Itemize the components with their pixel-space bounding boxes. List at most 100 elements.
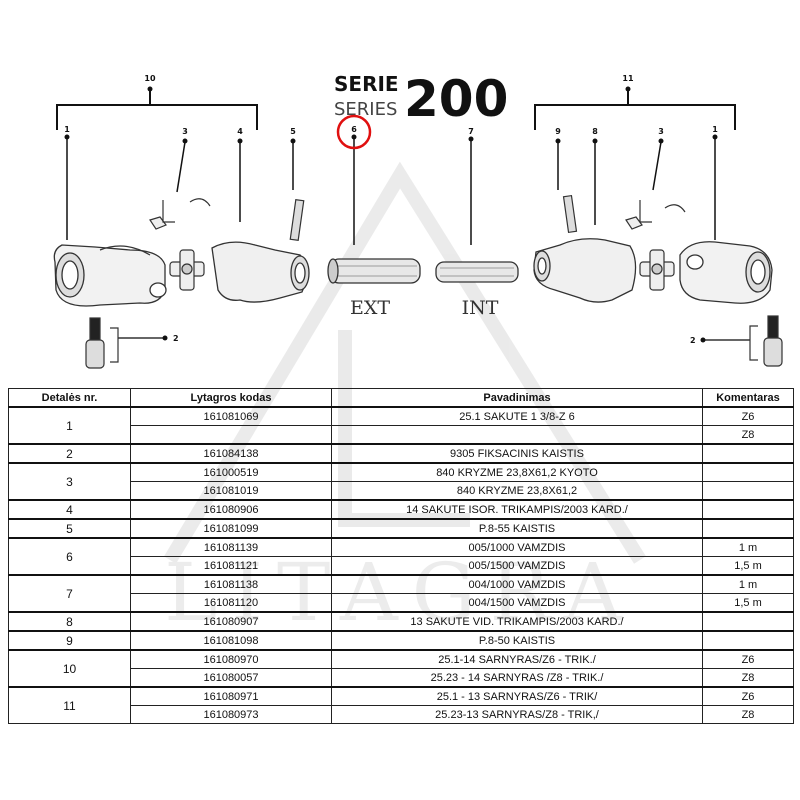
cell-name: 14 SAKUTE ISOR. TRIKAMPIS/2003 KARD./	[331, 499, 703, 520]
callout-1-right: 1	[712, 125, 718, 134]
cell-code: 161081138	[130, 574, 332, 594]
cell-name: 25.23-13 SARNYRAS/Z8 - TRIK,/	[331, 705, 703, 724]
cell-name: 9305 FIKSACINIS KAISTIS	[331, 443, 703, 464]
cell-name: 25.1-14 SARNYRAS/Z6 - TRIK./	[331, 649, 703, 669]
cell-comment	[702, 443, 794, 464]
cell-comment: Z6	[702, 686, 794, 706]
cell-detail-nr: 6	[8, 537, 131, 576]
callout-6: 6	[351, 125, 357, 134]
cell-name: 25.1 - 13 SARNYRAS/Z6 - TRIK/	[331, 686, 703, 706]
tube-label-int: INT	[462, 297, 499, 319]
callout-5: 5	[290, 127, 296, 136]
callout-3-left: 3	[182, 127, 188, 136]
cell-code: 161081099	[130, 518, 332, 539]
cell-detail-nr: 9	[8, 630, 131, 651]
cell-code: 161084138	[130, 443, 332, 464]
callout-2-left: 2	[173, 334, 179, 343]
highlight-circle	[336, 114, 372, 150]
cell-name	[331, 425, 703, 445]
series-label: SERIES	[334, 99, 397, 120]
callout-2-right: 2	[690, 336, 696, 345]
header-code: Lytagros kodas	[130, 388, 332, 408]
callout-9: 9	[555, 127, 561, 136]
cell-name: P.8-55 KAISTIS	[331, 518, 703, 539]
cell-name: 005/1500 VAMZDIS	[331, 556, 703, 576]
header-comment: Komentaras	[702, 388, 794, 408]
group-11-bracket	[534, 104, 736, 130]
cell-name: P.8-50 KAISTIS	[331, 630, 703, 651]
callout-3-right: 3	[658, 127, 664, 136]
cell-comment	[702, 611, 794, 632]
cell-code: 161081019	[130, 481, 332, 501]
cell-code: 161080973	[130, 705, 332, 724]
bolt-kit-left	[149, 198, 211, 230]
inner-tube-part-7	[435, 261, 519, 283]
serie-label: SERIE	[334, 72, 399, 96]
cell-comment: Z6	[702, 406, 794, 426]
cell-comment	[702, 499, 794, 520]
series-number: 200	[404, 70, 508, 128]
cell-detail-nr: 11	[8, 686, 131, 724]
cell-code: 161081121	[130, 556, 332, 576]
bolt-kit-right	[625, 200, 686, 230]
cell-code: 161000519	[130, 462, 332, 482]
cell-detail-nr: 10	[8, 649, 131, 688]
cell-comment: Z8	[702, 705, 794, 724]
cell-comment: Z8	[702, 668, 794, 688]
cell-detail-nr: 2	[8, 443, 131, 464]
cell-name: 840 KRYZME 23,8X61,2 KYOTO	[331, 462, 703, 482]
cell-comment: 1 m	[702, 574, 794, 594]
callout-4: 4	[237, 127, 243, 136]
cell-code: 161081069	[130, 406, 332, 426]
cell-code: 161080907	[130, 611, 332, 632]
pin-part-5	[289, 198, 305, 242]
cell-comment: 1,5 m	[702, 556, 794, 576]
cell-name: 004/1000 VAMZDIS	[331, 574, 703, 594]
cell-detail-nr: 7	[8, 574, 131, 613]
cell-name: 25.23 - 14 SARNYRAS /Z8 - TRIK./	[331, 668, 703, 688]
cell-detail-nr: 4	[8, 499, 131, 520]
yoke-left-part-1	[53, 244, 167, 307]
group-10-bracket	[56, 104, 258, 130]
cell-code: 161081120	[130, 593, 332, 613]
cell-code: 161081139	[130, 537, 332, 557]
cell-comment	[702, 518, 794, 539]
table-row: Z8	[9, 425, 794, 445]
cell-comment: 1,5 m	[702, 593, 794, 613]
callout-11: 11	[622, 74, 634, 83]
cell-comment	[702, 630, 794, 651]
cell-comment	[702, 481, 794, 501]
parts-table: Detalės nr. Lytagros kodas Pavadinimas K…	[8, 388, 794, 724]
cell-comment	[702, 462, 794, 482]
locking-bolt-left-part-2	[85, 317, 164, 369]
outer-tube-part-6	[327, 258, 421, 284]
cross-left-part-3	[169, 249, 205, 291]
cell-comment: 1 m	[702, 537, 794, 557]
cell-comment: Z8	[702, 425, 794, 445]
table-header-row: Detalės nr. Lytagros kodas Pavadinimas K…	[8, 388, 794, 408]
callout-8: 8	[592, 127, 598, 136]
cell-code: 161080057	[130, 668, 332, 688]
pin-part-9	[562, 194, 578, 234]
cell-code	[130, 425, 332, 445]
cell-code: 161080970	[130, 649, 332, 669]
cell-name: 25.1 SAKUTE 1 3/8-Z 6	[331, 406, 703, 426]
cell-name: 840 KRYZME 23,8X61,2	[331, 481, 703, 501]
cell-detail-nr: 3	[8, 462, 131, 501]
header-detail-nr: Detalės nr.	[8, 388, 131, 408]
callout-1-left: 1	[64, 125, 70, 134]
cell-detail-nr: 1	[8, 406, 131, 445]
header-name: Pavadinimas	[331, 388, 703, 408]
tube-label-ext: EXT	[350, 297, 390, 319]
